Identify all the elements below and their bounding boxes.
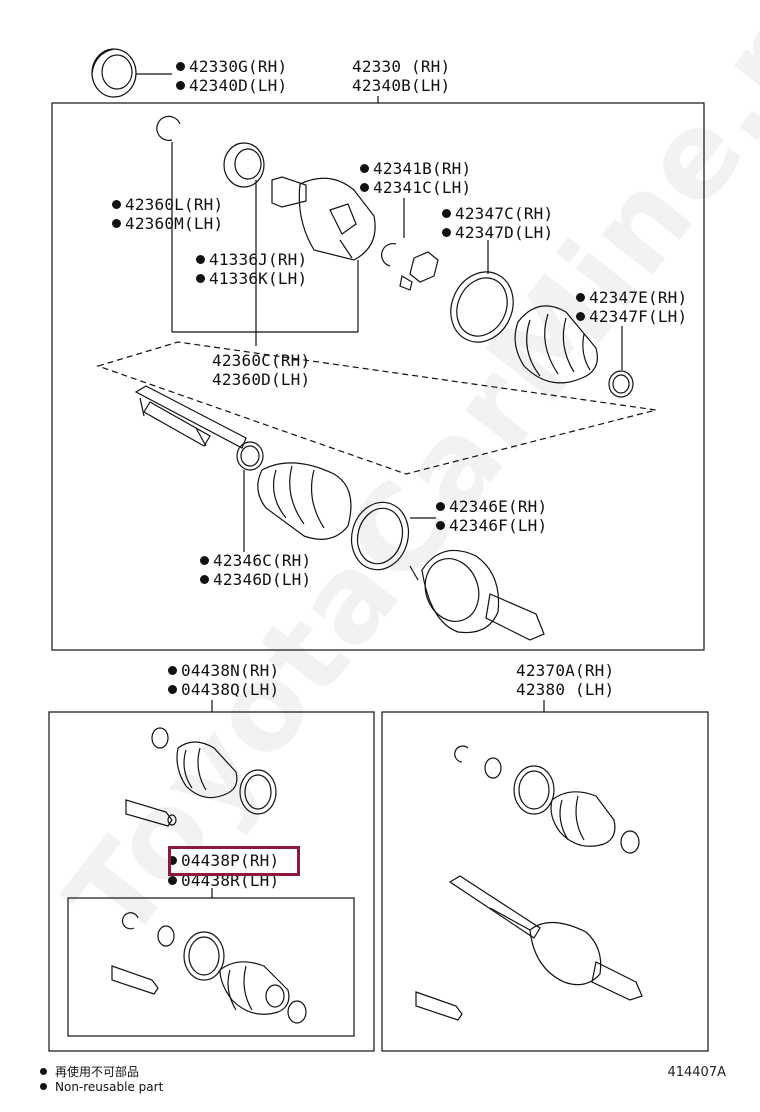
clamp-small-label-lh: 42347F(LH) (576, 307, 687, 326)
non-reusable-dot-icon (576, 293, 585, 302)
band-small-label-rh: 42346C(RH) (200, 551, 311, 570)
seal-label-lh: 42340D(LH) (176, 76, 287, 95)
non-reusable-dot-icon (168, 876, 177, 885)
inboard-joint-icon (271, 176, 376, 261)
boot-seal-icon (223, 142, 265, 188)
assembly-label-lh: 42340B(LH) (352, 76, 451, 95)
boot-seal-label-lh: 41336K(LH) (196, 269, 307, 288)
snap-label-rh: 42341B(RH) (360, 159, 471, 178)
non-reusable-dot-icon (200, 575, 209, 584)
band-small-icon (236, 441, 264, 552)
non-reusable-dot-icon (200, 556, 209, 565)
band-outer-label-lh: 42346F(LH) (436, 516, 547, 535)
shaft-plane-outline (96, 341, 657, 475)
non-reusable-dot-icon (112, 200, 121, 209)
clamp-inner-label-rh: 42347C(RH) (442, 204, 553, 223)
non-reusable-dot-icon (112, 219, 121, 228)
non-reusable-dot-icon (176, 62, 185, 71)
snap-ring-icon (156, 115, 181, 142)
assembly-label-rh: 42330 (RH) (352, 57, 451, 76)
tripod-joint-icon (381, 198, 439, 291)
non-reusable-dot-icon (436, 521, 445, 530)
non-reusable-dot-icon (168, 666, 177, 675)
shaft-label-rh: 42360C(RH) (212, 351, 311, 370)
band-small-label-lh: 42346D(LH) (200, 570, 311, 589)
kit-right-parts-icon (415, 745, 643, 1021)
non-reusable-dot-icon (436, 502, 445, 511)
legend-english: Non-reusable part (40, 1080, 163, 1094)
non-reusable-dot-icon (360, 164, 369, 173)
non-reusable-dot-icon (168, 685, 177, 694)
kit-left-upper-label-lh: 04438Q(LH) (168, 680, 279, 699)
kit-left-upper-parts-icon (125, 727, 277, 827)
legend-chinese: 再使用不可部品 (40, 1063, 139, 1080)
outer-boot-icon (257, 462, 352, 540)
ring-label-rh: 42360L(RH) (112, 195, 223, 214)
shaft-label-lh: 42360D(LH) (212, 370, 311, 389)
non-reusable-dot-icon (442, 228, 451, 237)
non-reusable-dot-icon (442, 209, 451, 218)
non-reusable-dot-icon (40, 1083, 47, 1090)
band-outer-icon (350, 501, 436, 571)
clamp-inner-label-lh: 42347D(LH) (442, 223, 553, 242)
non-reusable-dot-icon (576, 312, 585, 321)
kit-left-lower-parts-icon (111, 912, 307, 1024)
axle-shaft-icon (134, 385, 247, 449)
non-reusable-dot-icon (196, 255, 205, 264)
band-outer-label-rh: 42346E(RH) (436, 497, 547, 516)
snap-label-lh: 42341C(LH) (360, 178, 471, 197)
non-reusable-dot-icon (196, 274, 205, 283)
clamp-large-icon (450, 240, 514, 343)
diagram-code: 414407A (667, 1065, 726, 1080)
kit-left-upper-label-rh: 04438N(RH) (168, 661, 279, 680)
selected-part-highlight (168, 846, 300, 876)
ring-label-lh: 42360M(LH) (112, 214, 223, 233)
kit-right-label-rh: 42370A(RH) (516, 661, 615, 680)
kit-right-frame (381, 711, 709, 1052)
inner-boot-icon (514, 305, 598, 384)
non-reusable-dot-icon (168, 856, 177, 865)
kit-left-inner-frame (67, 897, 355, 1037)
outboard-joint-icon (409, 549, 545, 641)
seal-ring-icon (91, 48, 172, 98)
kit-left-lower-label-rh[interactable]: 04438P(RH) (168, 851, 280, 870)
boot-seal-label-rh: 41336J(RH) (196, 250, 307, 269)
clamp-small-icon (608, 326, 634, 398)
non-reusable-dot-icon (40, 1068, 47, 1075)
seal-label-rh: 42330G(RH) (176, 57, 287, 76)
non-reusable-dot-icon (176, 81, 185, 90)
clamp-small-label-rh: 42347E(RH) (576, 288, 687, 307)
non-reusable-dot-icon (360, 183, 369, 192)
kit-right-label-lh: 42380 (LH) (516, 680, 615, 699)
